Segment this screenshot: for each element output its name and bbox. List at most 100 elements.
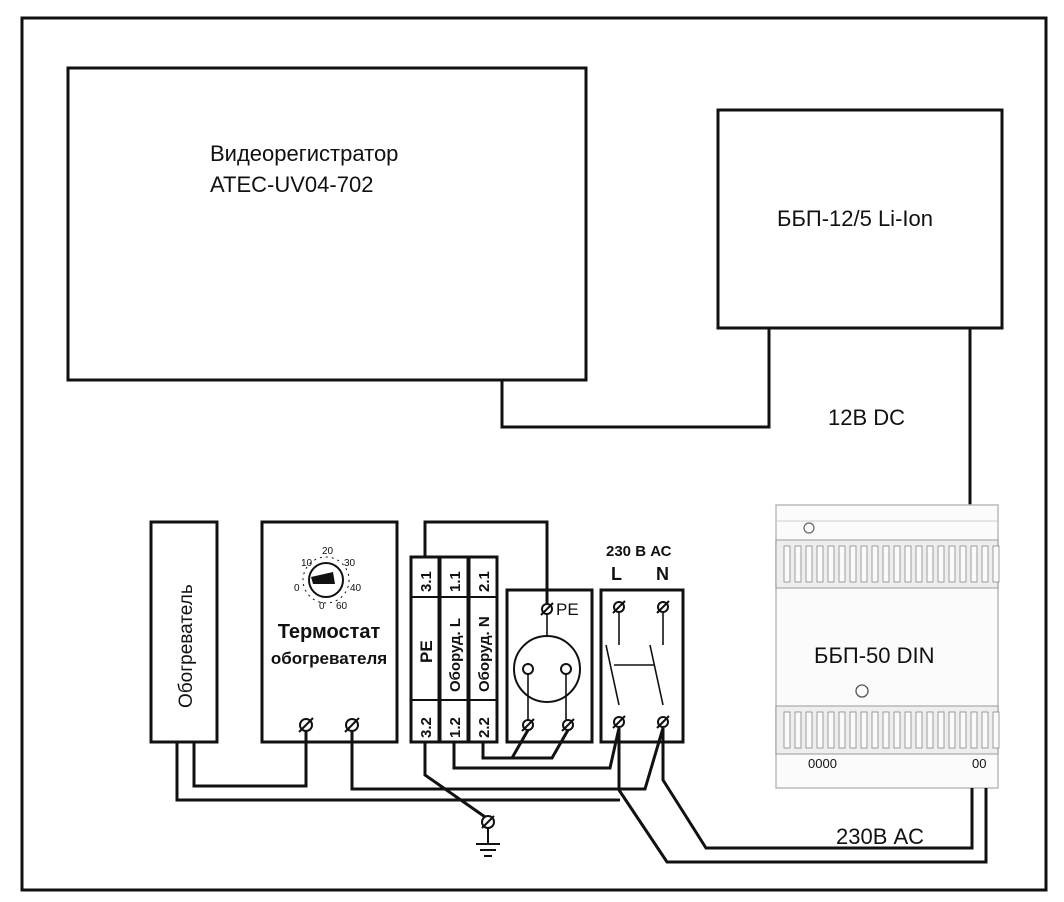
wire-ground (423, 742, 489, 821)
ups-din-label: ББП-50 DIN (814, 643, 934, 668)
breaker-l-label: L (611, 564, 622, 584)
heater-label: Обогреватель (176, 584, 197, 708)
breaker-terminal-l-top (612, 600, 626, 614)
vent-rib (948, 711, 956, 749)
breaker-terminal-l-bottom (612, 715, 626, 729)
dial-label-40: 40 (350, 583, 362, 594)
dial-label-30: 30 (344, 558, 356, 569)
vent-rib (937, 545, 945, 583)
ups-din-mark-right: 00 (972, 756, 986, 771)
terminal-3-1: 3.1 (418, 571, 435, 592)
ground-icon (476, 815, 500, 857)
vent-rib (915, 711, 923, 749)
vent-rib (827, 545, 835, 583)
vent-rib (871, 545, 879, 583)
dial-label-10: 10 (301, 558, 313, 569)
dial-label-60: 60 (336, 601, 348, 612)
vent-rib (959, 711, 967, 749)
din-vent-ribs-top (783, 545, 1000, 583)
breaker-terminal-n-top (656, 600, 670, 614)
ups-small: ББП-12/5 Li-Ion (716, 108, 1004, 330)
dc-wire-recorder (500, 328, 771, 429)
ac-bottom-label: 230В AC (836, 824, 924, 849)
vent-rib (904, 545, 912, 583)
power-socket: PE (505, 588, 594, 744)
thermostat-label-line2: обогревателя (271, 649, 387, 668)
recorder-label-line1: Видеорегистратор (210, 141, 398, 166)
vent-rib (849, 711, 857, 749)
vent-rib (926, 545, 934, 583)
thermostat-label-line1: Термостат (278, 621, 381, 643)
terminal-pe-label: PE (417, 640, 436, 663)
vent-rib (904, 711, 912, 749)
vent-rib (893, 545, 901, 583)
vent-rib (838, 711, 846, 749)
vent-rib (893, 711, 901, 749)
enclosure-frame (20, 16, 1048, 892)
dc-label: 12В DC (828, 405, 905, 430)
breaker-terminal-n-bottom (656, 715, 670, 729)
terminal-oborud-n: Оборуд. N (476, 616, 493, 692)
wire-socket-right (512, 729, 570, 760)
thermostat-terminal-right (344, 717, 360, 733)
vent-rib (860, 545, 868, 583)
terminal-oborud-l: Оборуд. L (447, 618, 464, 692)
vent-rib (827, 711, 835, 749)
vent-rib (981, 545, 989, 583)
terminal-block: 3.1 1.1 2.1 PE Оборуд. L Оборуд. N 3.2 1… (409, 555, 499, 744)
terminal-3-2: 3.2 (418, 717, 435, 738)
wire-thermostat-b (350, 727, 665, 791)
wire-n-to-din (661, 728, 974, 850)
din-vent-ribs-bottom (783, 711, 1000, 749)
vent-rib (783, 545, 791, 583)
vent-rib (805, 711, 813, 749)
vent-rib (794, 545, 802, 583)
vent-rib (970, 711, 978, 749)
vent-rib (959, 545, 967, 583)
terminal-2-2: 2.2 (476, 717, 493, 738)
socket-pe-label: PE (556, 600, 579, 619)
terminal-2-1: 2.1 (476, 571, 493, 592)
dial-label-20: 20 (322, 546, 334, 557)
vent-rib (849, 545, 857, 583)
vent-rib (882, 545, 890, 583)
vent-rib (838, 545, 846, 583)
vent-rib (871, 711, 879, 749)
breaker-n-label: N (656, 564, 669, 584)
breaker-header: 230 В АС (606, 543, 672, 560)
wire-heater-a (192, 731, 308, 788)
vent-rib (816, 545, 824, 583)
vent-rib (992, 711, 1000, 749)
socket-terminal-right (561, 718, 575, 732)
ups-din-mark-left: 0000 (808, 756, 837, 771)
video-recorder: Видеорегистратор ATEC-UV04-702 (66, 66, 588, 382)
wire-oborud-l (452, 727, 621, 770)
vent-rib (926, 711, 934, 749)
vent-rib (860, 711, 868, 749)
vent-rib (937, 711, 945, 749)
vent-rib (981, 711, 989, 749)
thermostat: 20 10 30 0 40 0 60 Термостат обогревател… (260, 520, 399, 744)
vent-rib (882, 711, 890, 749)
terminal-1-2: 1.2 (447, 717, 464, 738)
vent-rib (816, 711, 824, 749)
circuit-breaker: 230 В АС L N (599, 543, 685, 744)
thermostat-terminal-left (298, 717, 314, 733)
dial-label-0b: 0 (319, 601, 325, 612)
ups-small-label: ББП-12/5 Li-Ion (777, 206, 933, 231)
ups-din: ББП-50 DIN 0000 00 (775, 504, 1000, 789)
recorder-label-line2: ATEC-UV04-702 (210, 172, 373, 197)
wire-oborud-n (481, 729, 530, 760)
vent-rib (794, 711, 802, 749)
wire-pe-bridge (423, 520, 549, 604)
wire-l-to-din (617, 728, 988, 864)
dial-label-0: 0 (294, 583, 300, 594)
vent-rib (915, 545, 923, 583)
heater: Обогреватель (149, 520, 219, 744)
wire-heater-b (175, 742, 620, 802)
vent-rib (970, 545, 978, 583)
vent-rib (948, 545, 956, 583)
vent-rib (805, 545, 813, 583)
socket-pe-terminal (540, 602, 554, 616)
